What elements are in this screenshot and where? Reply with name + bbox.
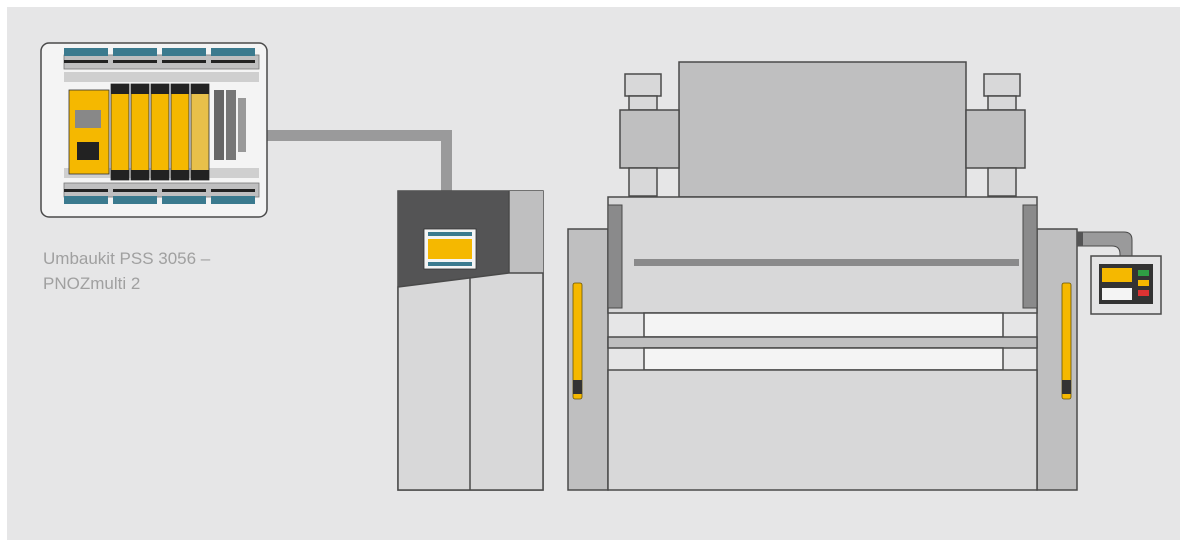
cable-icon xyxy=(262,130,452,235)
cabinet-icon xyxy=(397,190,544,491)
hmi-panel-icon xyxy=(1076,231,1162,315)
product-caption: Umbaukit PSS 3056 – PNOZmulti 2 xyxy=(43,246,303,296)
caption-line-1: Umbaukit PSS 3056 – xyxy=(43,249,211,268)
light-curtain-icon xyxy=(572,282,1072,400)
caption-line-2: PNOZmulti 2 xyxy=(43,274,141,293)
press-brake-icon xyxy=(567,61,1078,491)
control-cabinet-icon xyxy=(40,42,268,218)
